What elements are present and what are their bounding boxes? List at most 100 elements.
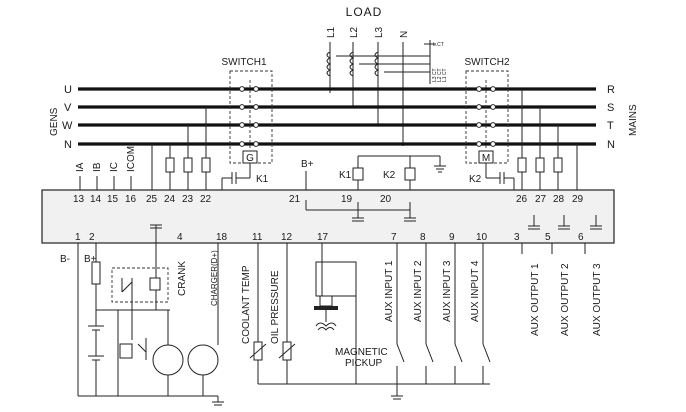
terminal-label-icom: ICOM	[126, 146, 137, 172]
terminal-21: 21	[289, 194, 301, 205]
bplus-label-top: B+	[301, 159, 314, 170]
mains-bus-r: R	[607, 84, 615, 96]
terminal-11: 11	[252, 232, 263, 243]
terminal-22: 22	[200, 194, 212, 205]
terminal-18: 18	[216, 232, 228, 243]
magnetic-pickup-line1: MAGNETIC	[335, 347, 388, 358]
switch2-frame	[465, 70, 509, 164]
crank-label: CRANK	[177, 261, 188, 296]
ct-coil-l1	[326, 51, 332, 77]
terminal-7: 7	[391, 232, 397, 243]
terminal-27: 27	[535, 194, 547, 205]
terminal-9: 9	[449, 232, 455, 243]
relay-coil-k2: K2	[383, 170, 396, 181]
output-capacitors	[528, 215, 602, 230]
magnetic-pickup-line2: PICKUP	[345, 358, 383, 369]
aux-output-1-label: AUX OUTPUT 1	[530, 263, 541, 336]
crank-relay	[118, 243, 170, 340]
aux-output-2-label: AUX OUTPUT 2	[560, 263, 571, 336]
charger-label: CHARGER(D+)	[210, 250, 219, 306]
gen-bus-u: U	[64, 84, 72, 96]
terminal-23: 23	[182, 194, 194, 205]
terminal-5: 5	[545, 232, 551, 243]
side-label-mains: MAINS	[628, 104, 639, 136]
controller-block	[41, 189, 615, 244]
magnetic-pickup	[314, 243, 357, 384]
relay-coils	[352, 155, 446, 190]
load-phase-l1: L1	[326, 26, 337, 38]
aux-output-wires	[521, 243, 586, 254]
k2-label-switch2: K2	[469, 174, 482, 185]
ct-label-l3: L3 CT	[432, 68, 438, 82]
terminal-label-ib: IB	[92, 162, 103, 172]
internal-capacitors	[150, 200, 416, 243]
switch2-label: SWITCH2	[465, 57, 510, 68]
load-phase-l2: L2	[349, 26, 360, 38]
crank-relay-frame	[111, 267, 169, 303]
starter-and-alternator	[119, 243, 224, 406]
mains-sense-wires	[517, 89, 578, 190]
terminal-3: 3	[514, 232, 520, 243]
terminal-28: 28	[553, 194, 565, 205]
terminal-13: 13	[73, 194, 85, 205]
terminal-12: 12	[281, 232, 293, 243]
terminal-15: 15	[107, 194, 119, 205]
terminal-26: 26	[516, 194, 528, 205]
aux-input-4-label: AUX INPUT 4	[470, 260, 481, 322]
gen-bus-n: N	[64, 139, 72, 151]
terminal-20: 20	[380, 194, 392, 205]
gen-bus-w: W	[62, 120, 73, 132]
bplus-label-bottom: B+	[84, 254, 97, 265]
terminal-14: 14	[90, 194, 102, 205]
switch1-frame	[229, 70, 273, 164]
terminal-4: 4	[177, 232, 183, 243]
ct-label-l2: L2 CT	[437, 68, 443, 82]
terminal-29: 29	[572, 194, 584, 205]
switch2-box-letter: M	[482, 153, 490, 164]
terminal-label-ic: IC	[109, 162, 120, 172]
gen-sense-wires	[151, 107, 211, 190]
ct-label-l1: L1 CT	[442, 68, 448, 82]
mains-bus-t: T	[607, 120, 614, 132]
switch1-box-letter: G	[246, 153, 254, 164]
switch2-contacts	[476, 80, 496, 150]
k1-contact-switch1	[221, 163, 251, 190]
terminal-label-ia: IA	[75, 162, 86, 172]
load-phase-n: N	[399, 31, 410, 38]
aux-input-1-label: AUX INPUT 1	[384, 260, 395, 322]
coolant-temp-label: COOLANT TEMP	[241, 265, 252, 344]
top-terminal-wires	[79, 176, 132, 190]
battery-circuit	[77, 243, 218, 397]
terminal-17: 17	[317, 232, 329, 243]
mains-bus-n: N	[607, 139, 615, 151]
terminal-24: 24	[164, 194, 176, 205]
aux-output-3-label: AUX OUTPUT 3	[592, 263, 603, 336]
terminal-2: 2	[89, 232, 95, 243]
relay-coil-k1: K1	[339, 170, 352, 181]
load-phase-l3: L3	[374, 26, 385, 38]
gen-bus-v: V	[64, 102, 72, 114]
k2-contact-switch2	[485, 163, 515, 190]
terminal-8: 8	[420, 232, 426, 243]
switch1-label: SWITCH1	[222, 57, 267, 68]
terminal-16: 16	[125, 194, 137, 205]
mains-bus-s: S	[607, 102, 614, 114]
terminal-10: 10	[476, 232, 488, 243]
oil-pressure-label: OIL PRESSURE	[270, 270, 281, 344]
k1-label-switch1: K1	[256, 174, 269, 185]
aux-input-2-label: AUX INPUT 2	[413, 260, 424, 322]
terminal-6: 6	[578, 232, 584, 243]
terminal-25: 25	[146, 194, 158, 205]
aux-input-switches	[391, 243, 491, 400]
load-title: LOAD	[346, 5, 383, 19]
ct-label-common: L.CT	[433, 42, 444, 48]
sender-wiring	[249, 243, 490, 385]
terminal-19: 19	[341, 194, 353, 205]
bminus-label: B-	[60, 254, 70, 265]
terminal-1: 1	[75, 232, 81, 243]
switch1-contacts	[239, 80, 259, 150]
side-label-gens: GENS	[49, 107, 60, 136]
aux-input-3-label: AUX INPUT 3	[442, 260, 453, 322]
